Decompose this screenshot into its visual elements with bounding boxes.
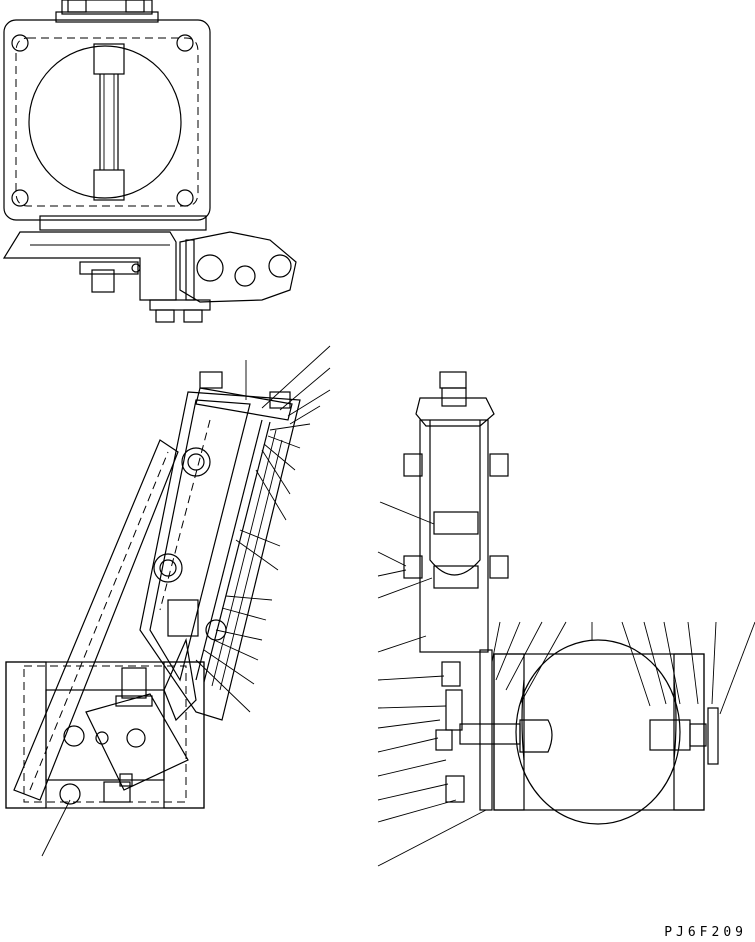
drawing-part-code: PJ6F209 xyxy=(664,925,747,940)
top-view xyxy=(2,0,297,323)
front-view xyxy=(403,371,719,825)
leader-lines xyxy=(41,345,755,867)
side-view xyxy=(5,371,301,809)
